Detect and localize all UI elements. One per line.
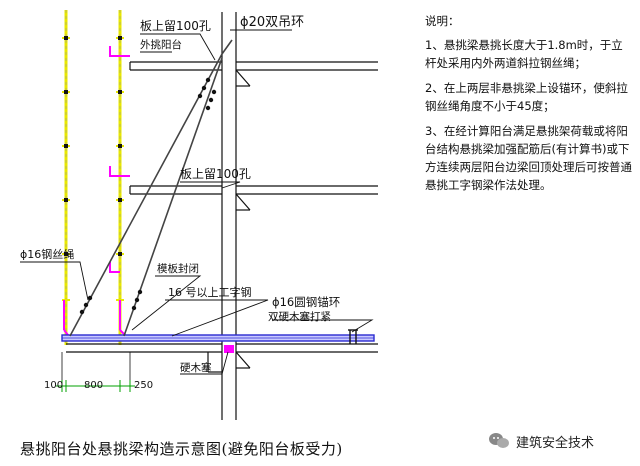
slab-middle: [129, 185, 378, 211]
label-hardwood-plug: 硬木塞: [180, 361, 212, 374]
label-hardwood-wedge: 双硬木塞打紧: [268, 310, 331, 323]
dim-800: 800: [84, 380, 103, 391]
note-item-1: 1、悬挑梁悬挑长度大于1.8m时，于立杆处采用内外两道斜拉钢丝绳；: [425, 38, 623, 70]
slab-top: [129, 61, 378, 87]
label-double-ring: ϕ20双吊环: [240, 15, 304, 30]
hardwood-plug-marker: [224, 345, 234, 353]
notes-panel: 说明： 1、悬挑梁悬挑长度大于1.8m时，于立杆处采用内外两道斜拉钢丝绳； 2、…: [425, 12, 633, 201]
note-item-3: 3、在经计算阳台满足悬挑架荷载或将阳台结构悬挑梁加强配筋后(有计算书)或下方连续…: [425, 124, 632, 192]
dim-100: 100: [44, 380, 63, 391]
wire-ropes: [69, 39, 233, 337]
label-formwork-seal: 模板封闭: [157, 262, 199, 275]
i-beam: [61, 334, 375, 342]
slab-bottom: [66, 343, 378, 373]
label-wire-rope: ϕ16钢丝绳: [20, 247, 74, 261]
anchor-ring: [348, 329, 358, 344]
label-i-beam: 16 号以上工字钢: [168, 285, 252, 299]
label-hole-top: 板上留100孔: [140, 19, 211, 33]
watermark: 建筑安全技术: [488, 430, 594, 452]
note-item-2: 2、在上两层非悬挑梁上设锚环，使斜拉钢丝绳角度不小于45度；: [425, 81, 628, 113]
label-hole-mid: 板上留100孔: [180, 167, 251, 181]
label-cantilever-balcony: 外挑阳台: [140, 38, 182, 51]
rope-clamps: [79, 77, 217, 315]
chat-bubble-icon: [489, 433, 509, 448]
diagram-caption: 悬挑阳台处悬挑梁构造示意图(避免阳台板受力): [20, 440, 343, 458]
notes-heading: 说明：: [425, 14, 460, 28]
scaffold-markers: [64, 36, 122, 256]
label-round-ring: ϕ16圆钢锚环: [272, 295, 340, 309]
leader-lines: [20, 29, 374, 375]
wall-ties: [63, 46, 130, 330]
dim-250: 250: [134, 380, 153, 391]
building-columns: [221, 12, 237, 420]
scaffold-poles: [64, 10, 122, 345]
dimension-line: [56, 380, 135, 392]
watermark-text: 建筑安全技术: [516, 435, 595, 451]
